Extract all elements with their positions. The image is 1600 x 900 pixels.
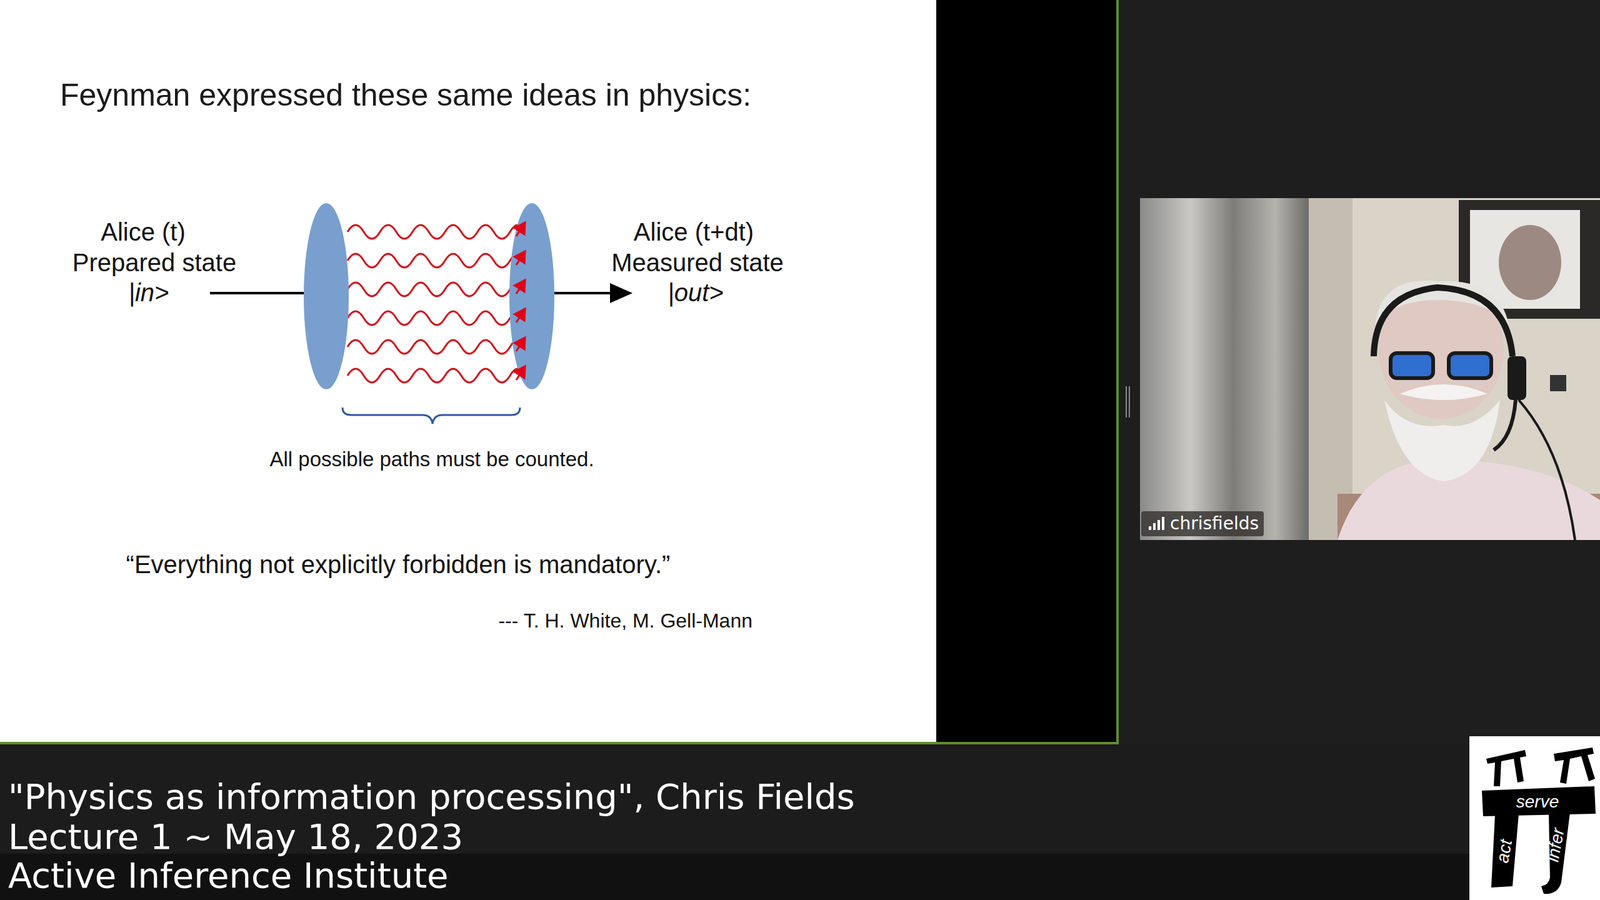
- state-label: Alice (t): [100, 217, 186, 247]
- quote: “Everything not explicitly forbidden is …: [126, 550, 671, 579]
- quote-attribution: --- T. H. White, M. Gell-Mann: [498, 609, 753, 633]
- name-tag-ground: [1141, 511, 1264, 537]
- participant-name: chrisfields: [1170, 513, 1259, 534]
- caption-band: [0, 744, 1600, 900]
- institute-logo: [1469, 736, 1600, 900]
- logo-word: serve: [1516, 791, 1559, 812]
- logo-word: act: [1492, 838, 1517, 865]
- splitter-handle: [1128, 386, 1130, 418]
- ket-label: |in>: [128, 278, 170, 307]
- share-border: [1116, 0, 1119, 745]
- brace: [342, 407, 520, 424]
- share-border: [0, 741, 1119, 745]
- caption-band-lower: [0, 853, 1600, 900]
- prepared-ellipse: [303, 203, 349, 390]
- state-label: Prepared state: [72, 248, 237, 277]
- slide-ground: [0, 0, 937, 743]
- ket-label: |out>: [667, 278, 724, 307]
- video-caption: Active Inference Institute: [8, 855, 449, 896]
- state-label: Measured state: [611, 248, 784, 277]
- state-label: Alice (t+dt): [633, 217, 754, 247]
- output-arrow: [554, 291, 630, 295]
- signal-icon: [1148, 516, 1165, 530]
- slide-margin: [936, 0, 1118, 743]
- webcam-picture: [1140, 198, 1600, 540]
- video-caption: Lecture 1 ~ May 18, 2023: [8, 816, 464, 857]
- brace-note: All possible paths must be counted.: [269, 447, 594, 472]
- measured-ellipse: [509, 203, 555, 390]
- path-waves: [347, 225, 524, 383]
- video-caption: "Physics as information processing", Chr…: [8, 776, 855, 817]
- slide-title: Feynman expressed these same ideas in ph…: [60, 77, 752, 114]
- splitter-handle: [1125, 386, 1127, 418]
- red-arrows: [516, 222, 525, 380]
